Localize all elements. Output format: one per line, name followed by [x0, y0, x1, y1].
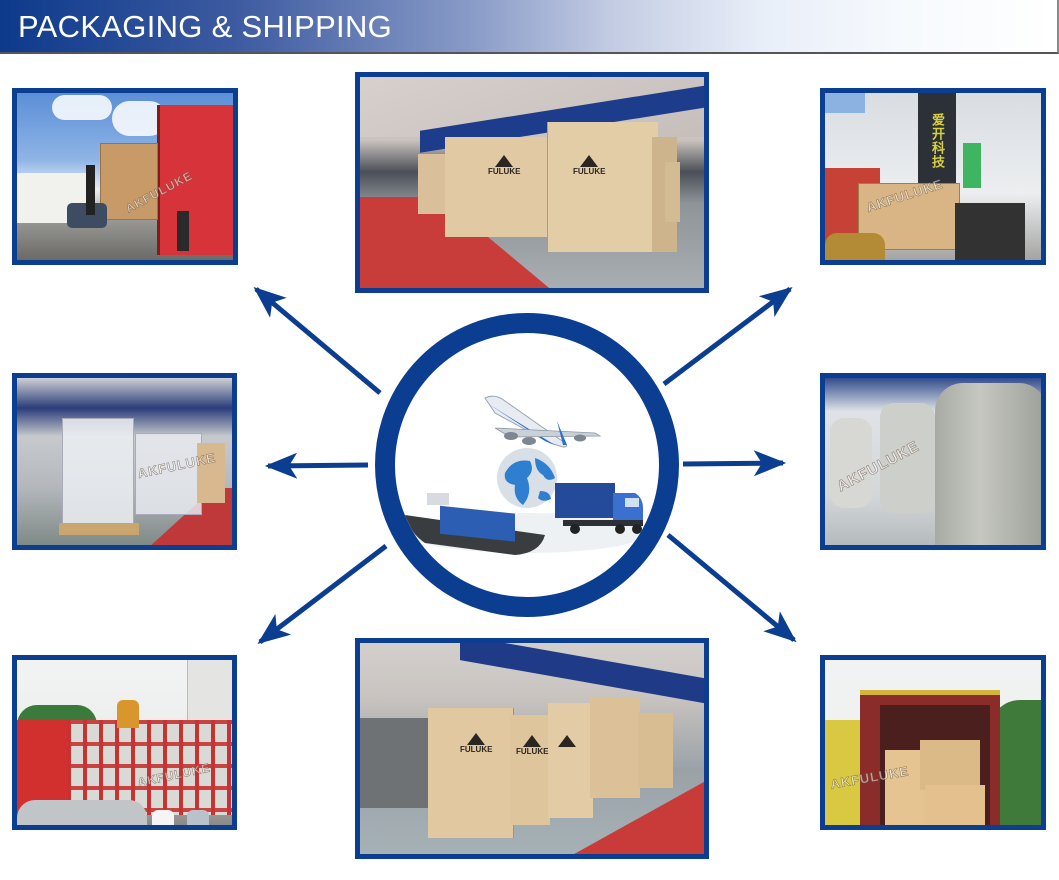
truck-icon [555, 483, 643, 534]
photo-bottom-center: FULUKE FULUKE [355, 638, 709, 859]
crate-logo: FULUKE [573, 155, 605, 176]
arrow-left-icon [264, 452, 369, 479]
arrow-up-right-icon [662, 287, 793, 386]
crate-logo: FULUKE [488, 155, 520, 176]
arrow-up-left-icon [253, 286, 382, 395]
photo-top-right: 爱开科技 AKFULUKE [820, 88, 1046, 265]
header-banner: PACKAGING & SHIPPING [0, 0, 1059, 54]
building-sign: 爱开科技 [918, 93, 956, 188]
arrow-down-left-icon [257, 544, 388, 644]
crate-logo: FULUKE [460, 733, 492, 754]
arrow-right-icon [682, 450, 787, 477]
photo-top-center: FULUKE FULUKE [355, 72, 709, 293]
photo-bottom-right: AKFULUKE [820, 655, 1046, 830]
photo-middle-right: AKFULUKE [820, 373, 1046, 550]
cargo-ship-icon [405, 493, 545, 555]
globe-icon [497, 448, 557, 508]
airplane-icon [484, 395, 602, 448]
photo-middle-left: AKFULUKE [12, 373, 237, 550]
crate-logo: FULUKE [516, 735, 548, 756]
photo-top-left: AKFULUKE [12, 88, 238, 265]
crate-logo [558, 735, 576, 748]
page-title: PACKAGING & SHIPPING [18, 9, 393, 44]
photo-bottom-left: AKFULUKE [12, 655, 237, 830]
transport-illustration [405, 395, 647, 555]
arrow-down-right-icon [666, 533, 797, 643]
shipping-hub-circle [375, 313, 679, 617]
